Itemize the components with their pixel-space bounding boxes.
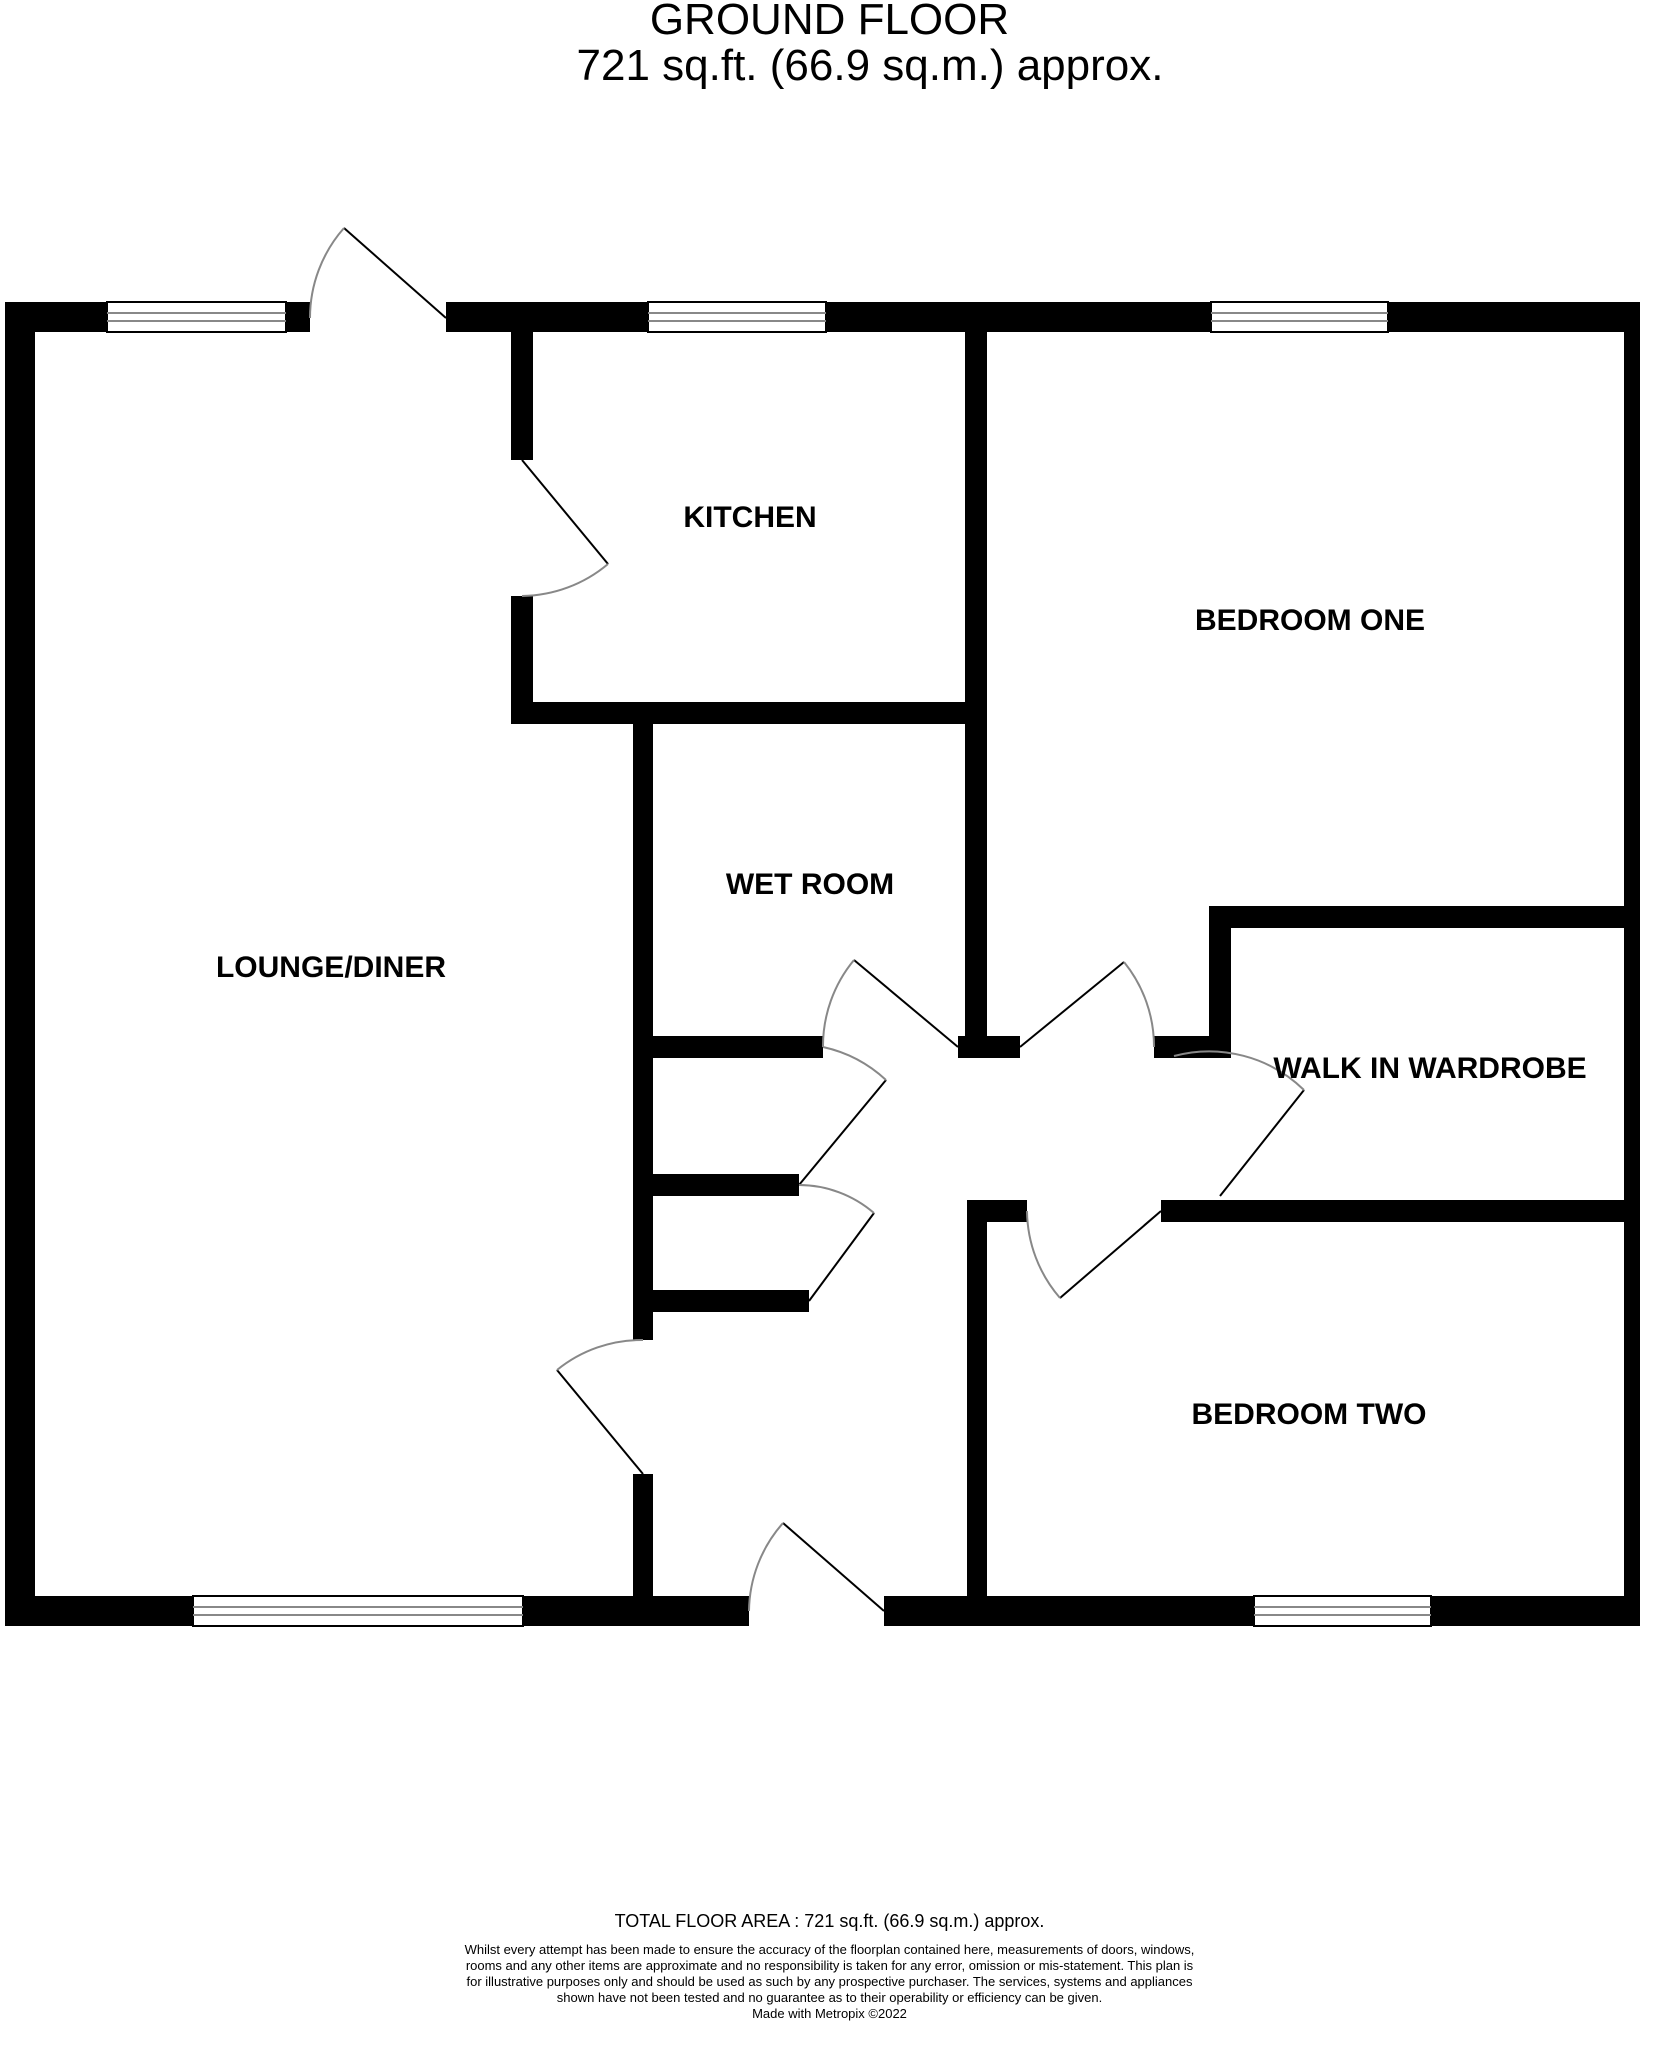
- windows: [106, 301, 1432, 1627]
- door-leaf: [782, 1522, 885, 1612]
- wall-segment: [5, 302, 35, 1626]
- wall-segment: [1388, 302, 1639, 332]
- wall-segment: [884, 1596, 1254, 1626]
- wall-segment: [633, 1058, 653, 1340]
- door-swing: [556, 1338, 644, 1371]
- door-swing: [821, 959, 855, 1048]
- window: [106, 301, 287, 333]
- wall-segment: [511, 596, 533, 724]
- door-swing: [1123, 961, 1156, 1048]
- wall-segment: [826, 302, 1211, 332]
- door-leaf: [1219, 1089, 1305, 1197]
- door-leaf: [521, 459, 609, 565]
- floor-name: GROUND FLOOR: [649, 0, 1010, 44]
- door-swing: [822, 1046, 887, 1081]
- wall-segment: [511, 332, 533, 460]
- bedroom-one-label: BEDROOM ONE: [1195, 604, 1425, 637]
- door-swing: [798, 1184, 875, 1214]
- door-leaf: [808, 1212, 875, 1302]
- wall-segment: [633, 1174, 799, 1196]
- credit-text: Made with Metropix ©2022: [752, 2006, 907, 2021]
- doors: [309, 227, 1305, 1612]
- bedroom-two-label: BEDROOM TWO: [1192, 1398, 1427, 1431]
- door-leaf: [343, 227, 447, 319]
- wall-segment: [633, 1036, 823, 1058]
- wall-segment: [511, 702, 969, 724]
- disclaimer-text: Whilst every attempt has been made to en…: [464, 1942, 1195, 2005]
- plan-footer: TOTAL FLOOR AREA : 721 sq.ft. (66.9 sq.m…: [0, 1910, 1659, 2022]
- window: [1210, 301, 1389, 333]
- wall-segment: [1624, 302, 1640, 910]
- wall-segment: [5, 1596, 193, 1626]
- door-swing: [1026, 1210, 1061, 1299]
- door-leaf: [798, 1079, 887, 1186]
- door-leaf: [556, 1369, 644, 1475]
- window: [192, 1595, 524, 1627]
- kitchen-label: KITCHEN: [683, 501, 816, 534]
- room-labels: KITCHEN BEDROOM ONE WET ROOM LOUNGE/DINE…: [216, 501, 1587, 1431]
- door-leaf: [853, 959, 959, 1048]
- door-swing: [521, 563, 609, 597]
- wall-segment: [633, 724, 653, 1042]
- wall-segment: [1209, 906, 1640, 928]
- wall-segment: [1209, 906, 1231, 1058]
- door-leaf: [1019, 961, 1125, 1048]
- door-swing: [748, 1522, 784, 1612]
- window: [647, 301, 827, 333]
- window: [1253, 1595, 1432, 1627]
- wall-segment: [965, 332, 987, 1058]
- wall-segment: [958, 1036, 1020, 1058]
- wall-segment: [967, 1200, 987, 1626]
- wall-segment: [446, 302, 648, 332]
- door-leaf: [1059, 1210, 1162, 1299]
- walls: [5, 302, 1640, 1626]
- lounge-diner-label: LOUNGE/DINER: [216, 951, 446, 984]
- door-swing: [1173, 1050, 1305, 1091]
- total-floor-area: TOTAL FLOOR AREA : 721 sq.ft. (66.9 sq.m…: [614, 1911, 1045, 1931]
- wall-segment: [1624, 910, 1640, 1626]
- floor-area: 721 sq.ft. (66.9 sq.m.) approx.: [576, 41, 1164, 90]
- wall-segment: [286, 302, 310, 332]
- wall-segment: [1154, 1036, 1231, 1058]
- wall-segment: [633, 1290, 809, 1312]
- wall-segment: [1161, 1200, 1640, 1222]
- wall-segment: [633, 1474, 653, 1626]
- wet-room-label: WET ROOM: [726, 868, 894, 901]
- walk-in-wardrobe-label: WALK IN WARDROBE: [1273, 1052, 1586, 1085]
- door-swing: [309, 227, 345, 319]
- wall-segment: [1431, 1596, 1640, 1626]
